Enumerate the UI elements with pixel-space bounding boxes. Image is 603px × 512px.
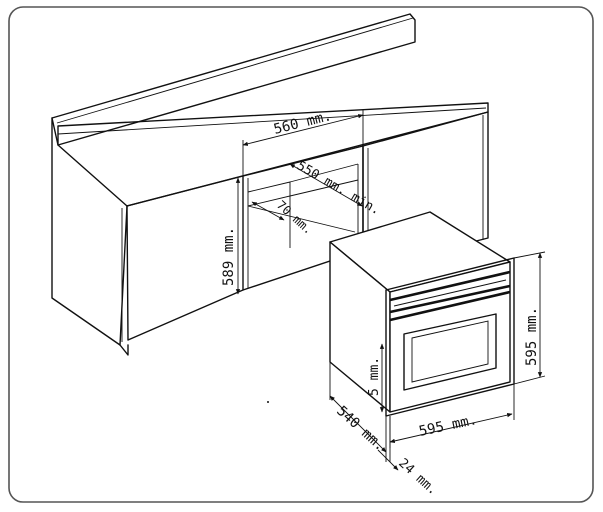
label-oven-height: 595 mm. bbox=[524, 307, 540, 366]
dim-opening-height: 589 mm. bbox=[221, 177, 241, 295]
label-opening-depth: 550 mm. min. bbox=[294, 158, 383, 218]
label-oven-depth: 540 mm. bbox=[333, 403, 388, 454]
label-front-offset: 24 mm. bbox=[395, 456, 440, 499]
label-opening-height: 589 mm. bbox=[221, 227, 237, 286]
diagram-border bbox=[8, 6, 594, 503]
dim-oven-height: 595 mm. bbox=[513, 251, 546, 385]
dim-vent-gap: 70 mm. bbox=[251, 198, 316, 237]
label-oven-width: 595 mm. bbox=[418, 412, 479, 440]
dim-opening-depth: 550 mm. min. bbox=[289, 158, 383, 218]
label-door-gap: 5 mm. bbox=[367, 357, 382, 396]
dim-door-gap: 5 mm. bbox=[367, 343, 385, 413]
stray-dot bbox=[267, 401, 269, 403]
built-in-oven bbox=[329, 211, 515, 417]
